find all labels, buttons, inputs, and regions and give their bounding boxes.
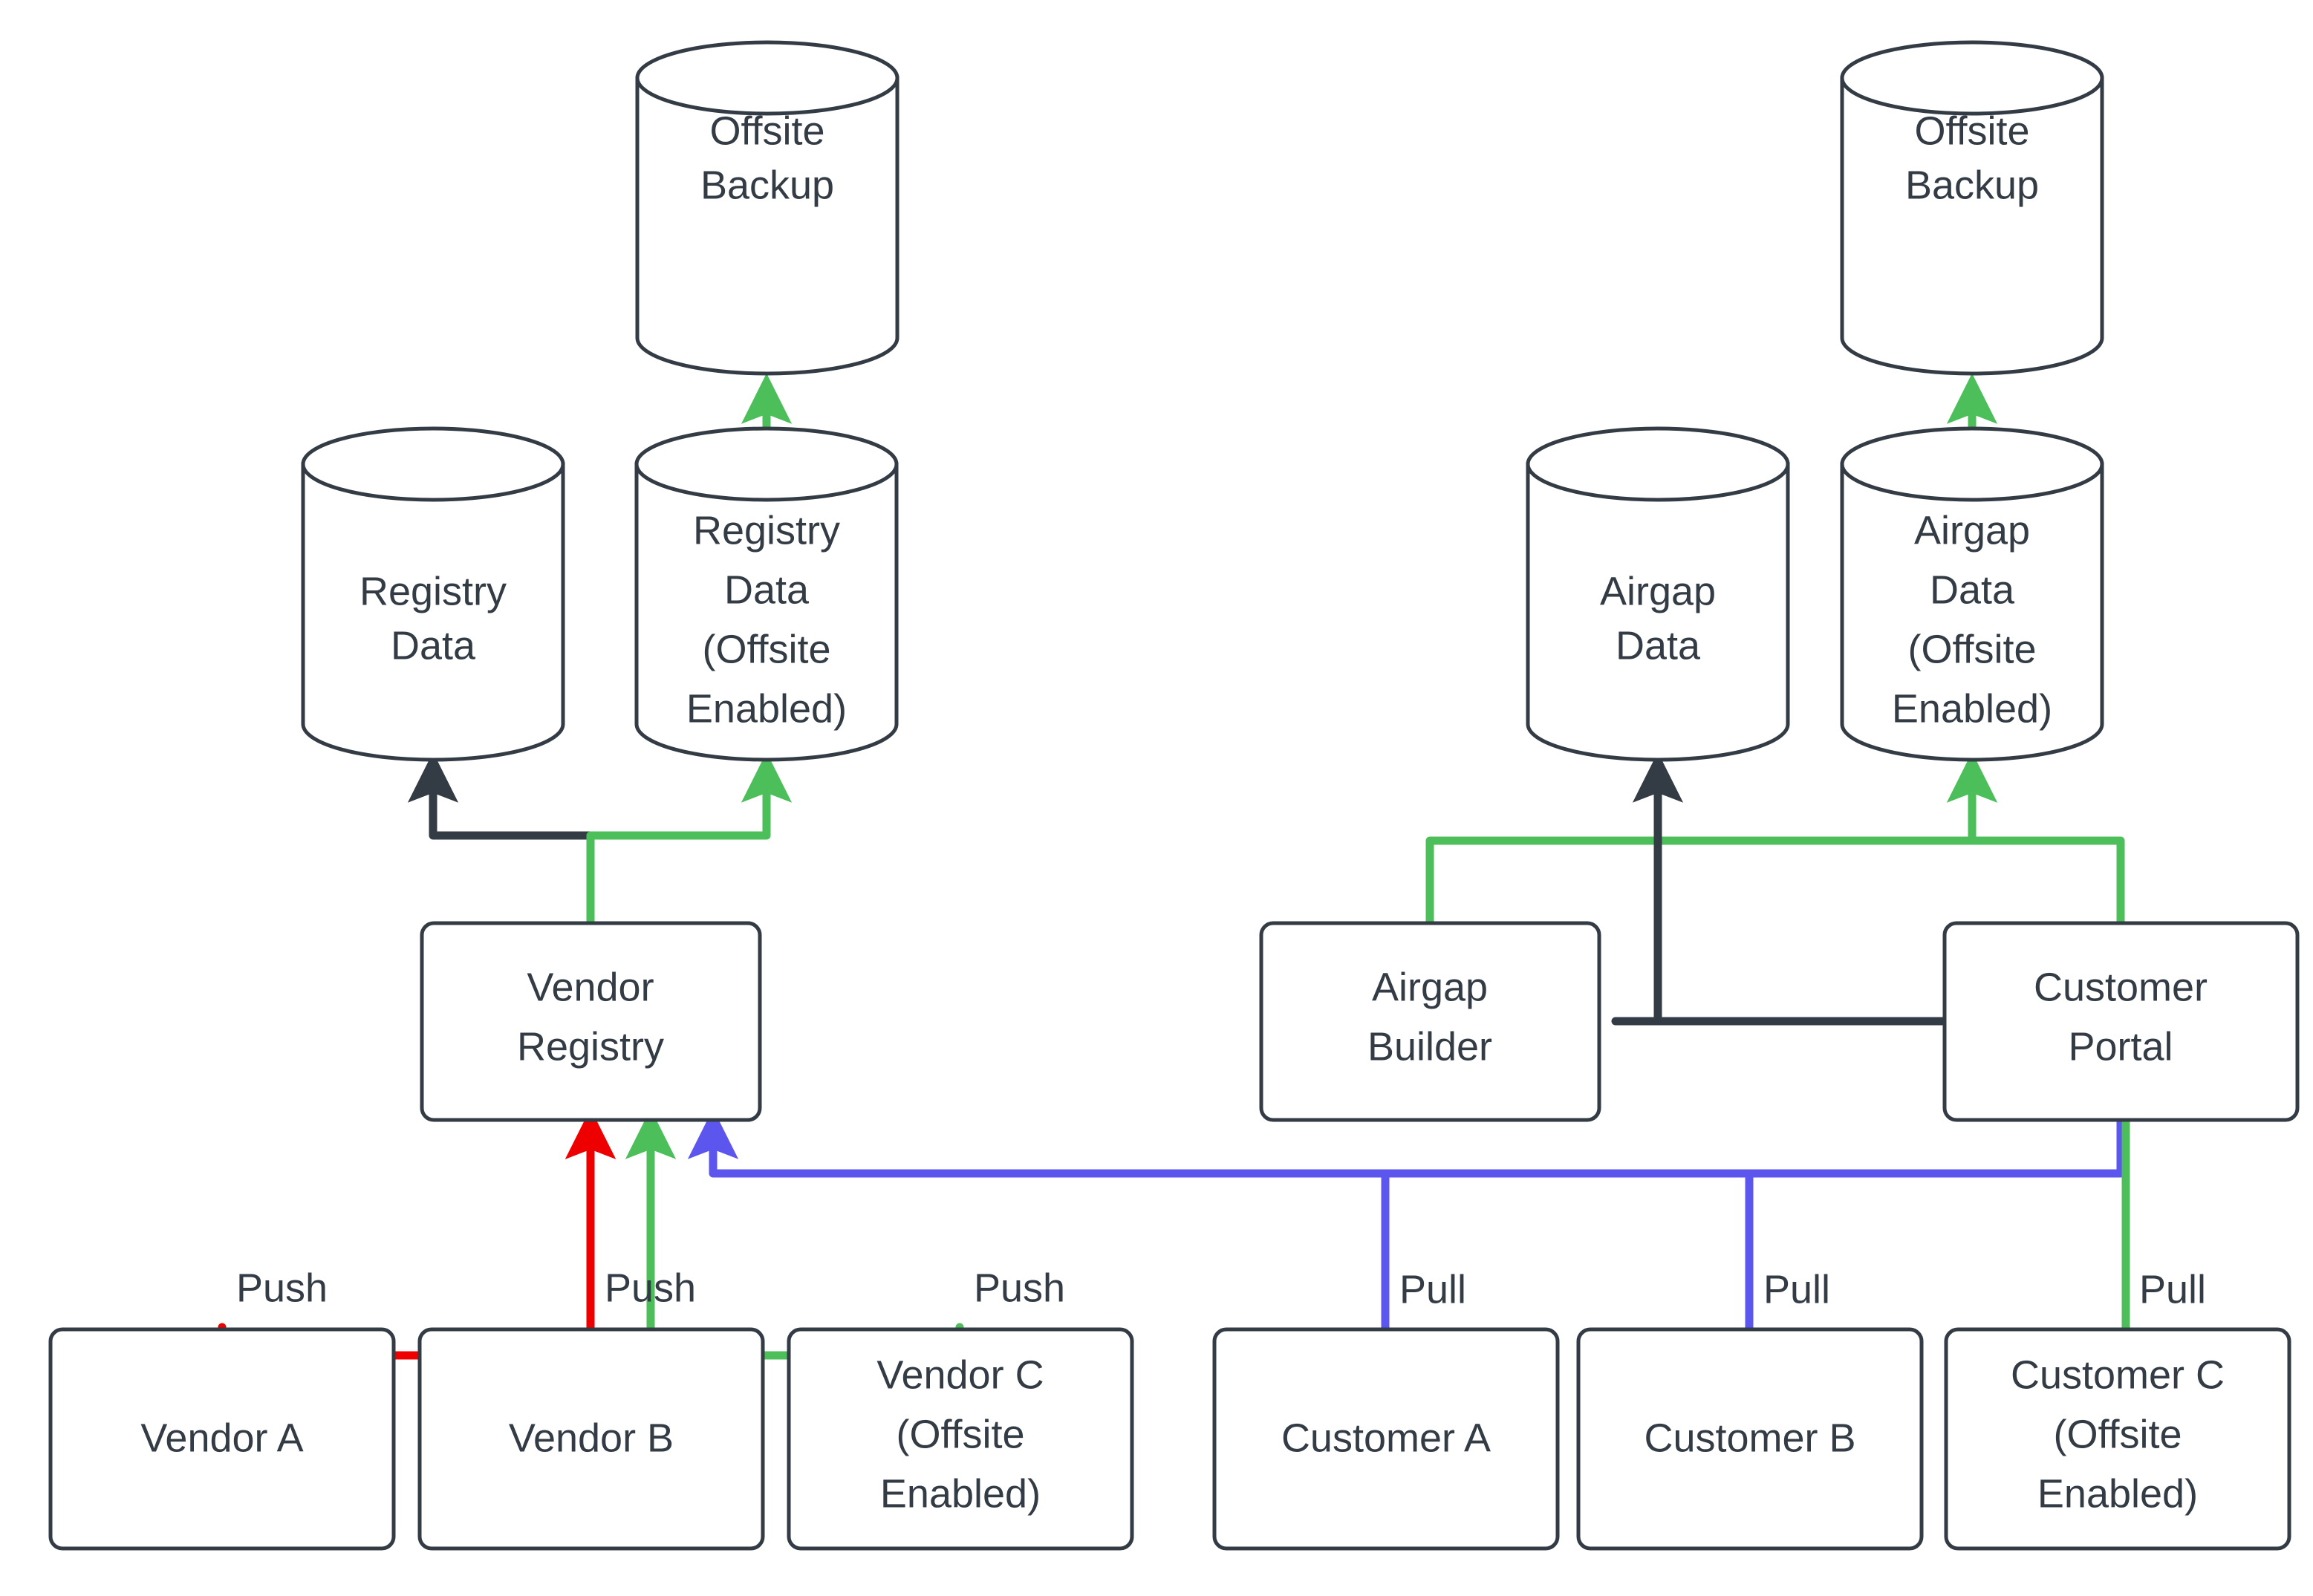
node-registry-data[interactable]: Registry Data	[301, 426, 565, 762]
airgap-data-label-2: Data	[1616, 623, 1701, 668]
airgap-data-offsite-label-4: Enabled)	[1892, 686, 2052, 731]
registry-data-label-1: Registry	[360, 569, 507, 613]
offsite-backup-left-label-2: Backup	[700, 163, 834, 207]
airgap-data-offsite-label-2: Data	[1930, 567, 2015, 612]
offsite-backup-right-label-2: Backup	[1905, 163, 2039, 207]
node-airgap-data-offsite[interactable]: Airgap Data (Offsite Enabled)	[1840, 426, 2104, 762]
customer-a-label-1: Customer A	[1281, 1416, 1491, 1460]
node-vendor-a[interactable]: Vendor A	[48, 1327, 396, 1551]
airgap-builder-label-2: Builder	[1367, 1024, 1492, 1069]
registry-data-offsite-label-4: Enabled)	[686, 686, 847, 731]
node-offsite-backup-left[interactable]: Offsite Backup	[635, 40, 900, 376]
edge-airgap-builder-to-airgap-offsite	[1425, 752, 1998, 925]
node-vendor-b[interactable]: Vendor B	[417, 1327, 765, 1551]
offsite-backup-left-label-1: Offsite	[709, 108, 824, 153]
customer-c-label-3: Enabled)	[2037, 1471, 2198, 1516]
edge-label-customer-c-pull: Pull	[2139, 1267, 2206, 1312]
customer-portal-label-1: Customer	[2034, 965, 2208, 1009]
customer-portal-label-2: Portal	[2068, 1024, 2173, 1069]
registry-data-offsite-label-3: (Offsite	[702, 627, 830, 671]
edge-label-vendor-b-push: Push	[605, 1266, 696, 1310]
node-airgap-data[interactable]: Airgap Data	[1526, 426, 1790, 762]
customer-b-label-1: Customer B	[1644, 1416, 1855, 1460]
node-registry-data-offsite[interactable]: Registry Data (Offsite Enabled)	[634, 426, 899, 762]
edge-vendor-registry-to-registry-data	[407, 752, 595, 925]
vendor-a-label-1: Vendor A	[140, 1416, 303, 1460]
airgap-data-offsite-label-1: Airgap	[1914, 508, 2030, 553]
node-customer-c[interactable]: Customer C (Offsite Enabled)	[1944, 1327, 2291, 1551]
node-offsite-backup-right[interactable]: Offsite Backup	[1840, 40, 2104, 376]
airgap-data-offsite-label-3: (Offsite	[1907, 627, 2036, 671]
airgap-builder-label-1: Airgap	[1372, 965, 1488, 1009]
node-vendor-c[interactable]: Vendor C (Offsite Enabled)	[787, 1327, 1134, 1551]
edge-customer-portal-to-airgap-data	[1632, 752, 1951, 1026]
vendor-c-label-3: Enabled)	[880, 1471, 1041, 1516]
customer-c-label-1: Customer C	[2011, 1352, 2225, 1397]
vendor-b-label-1: Vendor B	[509, 1416, 674, 1460]
registry-data-offsite-label-2: Data	[724, 567, 810, 612]
node-vendor-registry[interactable]: Vendor Registry	[420, 921, 762, 1122]
node-customer-portal[interactable]: Customer Portal	[1942, 921, 2300, 1122]
node-customer-b[interactable]: Customer B	[1576, 1327, 1924, 1551]
vendor-registry-label-1: Vendor	[527, 965, 654, 1009]
edge-label-vendor-a-push: Push	[236, 1266, 328, 1310]
edge-vendor-c-push	[625, 1108, 964, 1360]
node-airgap-builder[interactable]: Airgap Builder	[1259, 921, 1601, 1122]
edge-label-customer-b-pull: Pull	[1763, 1267, 1830, 1312]
registry-data-label-2: Data	[391, 623, 476, 668]
edge-label-vendor-c-push: Push	[974, 1266, 1065, 1310]
vendor-c-label-1: Vendor C	[876, 1352, 1044, 1397]
offsite-backup-right-label-1: Offsite	[1914, 108, 2029, 153]
vendor-registry-label-2: Registry	[517, 1024, 664, 1069]
registry-data-offsite-label-1: Registry	[693, 508, 840, 553]
edge-customer-portal-to-airgap-offsite	[1946, 752, 2125, 925]
edge-vendor-a-push	[218, 1108, 617, 1360]
customer-c-label-2: (Offsite	[2053, 1412, 2182, 1456]
edge-vendor-registry-to-registry-offsite	[586, 752, 793, 925]
node-customer-a[interactable]: Customer A	[1212, 1327, 1560, 1551]
airgap-data-label-1: Airgap	[1600, 569, 1716, 613]
edge-label-customer-a-pull: Pull	[1399, 1267, 1466, 1312]
vendor-c-label-2: (Offsite	[896, 1412, 1024, 1456]
